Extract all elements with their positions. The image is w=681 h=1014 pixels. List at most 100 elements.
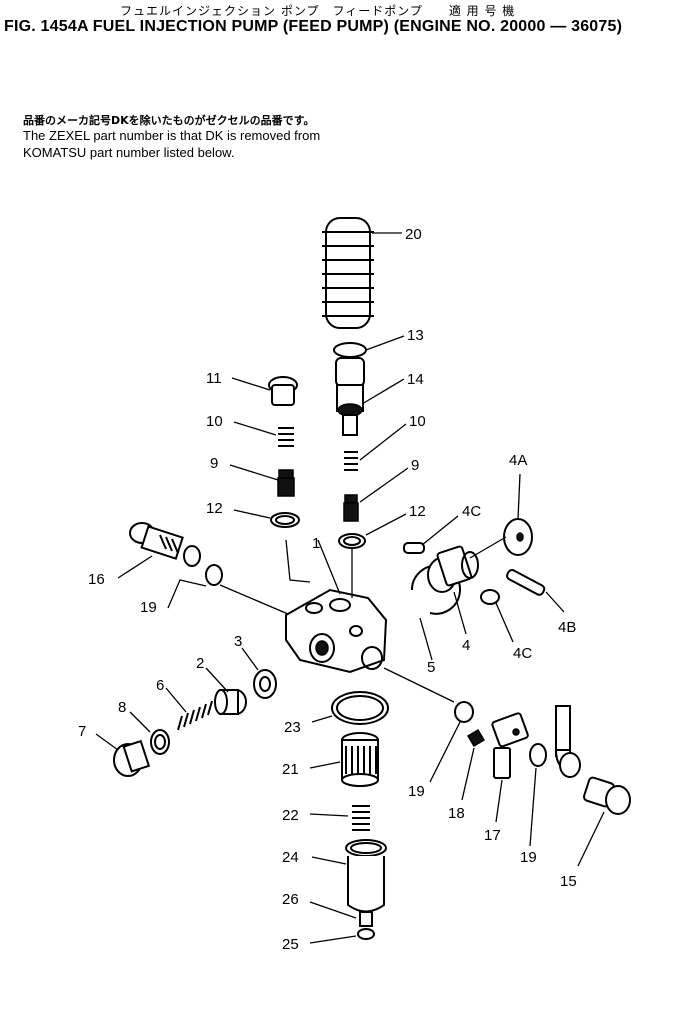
part-16-banjo-bolt	[129, 522, 184, 560]
part-22-spring	[352, 805, 370, 831]
part-18-screw	[466, 728, 486, 748]
leader-19-right	[529, 767, 537, 847]
part-7-plug	[113, 739, 151, 777]
leader-21	[309, 761, 341, 769]
part-15-bolt	[582, 776, 631, 815]
callout-4a: 4A	[509, 452, 527, 469]
leader-10-right	[359, 423, 407, 461]
callout-3: 3	[234, 633, 242, 650]
leader-2	[205, 667, 229, 693]
callout-15: 15	[560, 873, 577, 890]
callout-23: 23	[284, 719, 301, 736]
guide-line-a	[285, 539, 311, 583]
part-8-gasket	[150, 729, 170, 755]
part-10-spring-left	[278, 427, 294, 447]
leader-16	[117, 555, 153, 579]
leader-19-mid	[429, 721, 461, 783]
part-4-roller-tappet	[427, 545, 479, 593]
leader-8	[129, 711, 151, 733]
leader-9-left	[229, 464, 279, 481]
callout-13: 13	[407, 327, 424, 344]
callout-17: 17	[484, 827, 501, 844]
part-23-o-ring	[331, 691, 389, 725]
part-19-gasket-left-a	[183, 545, 201, 567]
part-4a-roller	[503, 518, 533, 556]
callout-5: 5	[427, 659, 435, 676]
callout-4c-top: 4C	[462, 503, 481, 520]
part-4b-roller-pin	[506, 568, 546, 596]
callout-26: 26	[282, 891, 299, 908]
leader-10-left	[233, 421, 277, 436]
callout-14: 14	[407, 371, 424, 388]
part-8-gasket-inner	[154, 734, 166, 750]
callout-6: 6	[156, 677, 164, 694]
part-17-connector	[491, 712, 529, 779]
part-19-gasket-right	[529, 743, 547, 767]
part-12-washer-right-inner	[343, 536, 361, 546]
leader-5	[419, 617, 433, 661]
leader-12-left	[233, 509, 271, 519]
part-19-gasket-mid	[454, 701, 474, 723]
note-line-2: KOMATSU part number listed below.	[23, 145, 235, 160]
leader-15	[577, 811, 605, 867]
leader-14	[361, 378, 405, 405]
figure-title: FIG. 1454A FUEL INJECTION PUMP (FEED PUM…	[4, 18, 623, 35]
callout-21: 21	[282, 761, 299, 778]
part-10-spring-right	[344, 451, 358, 471]
leader-19-left	[167, 579, 207, 609]
part-2-piston	[214, 689, 247, 715]
part-1-pump-body	[285, 588, 388, 674]
callout-25: 25	[282, 936, 299, 953]
callout-11: 11	[206, 370, 222, 387]
callout-10-left: 10	[206, 413, 223, 430]
callout-20: 20	[405, 226, 422, 243]
leader-7	[95, 733, 119, 751]
part-25-washer	[357, 928, 375, 940]
leader-3	[241, 647, 259, 671]
callout-16: 16	[88, 571, 105, 588]
leader-4a	[517, 473, 521, 520]
leader-12-right	[365, 513, 407, 536]
part-26-bolt	[359, 911, 373, 927]
callout-4c-bottom: 4C	[513, 645, 532, 662]
callout-4b: 4B	[558, 619, 576, 636]
leader-23	[311, 715, 333, 723]
part-13-14-plunger	[333, 342, 367, 436]
part-9-valve-right	[343, 494, 359, 522]
leader-26	[309, 901, 357, 919]
guide-line-b	[219, 584, 289, 615]
part-12-washer-left-inner	[275, 515, 295, 525]
part-3-gasket	[253, 669, 277, 699]
callout-19-mid: 19	[408, 783, 425, 800]
leader-22	[309, 813, 349, 817]
part-pipe-elbow	[554, 705, 581, 778]
part-11-plug	[268, 376, 298, 406]
callout-4: 4	[462, 637, 470, 654]
part-20-bellows-boot	[322, 217, 374, 329]
note-japanese: 品番のメーカ記号DKを除いたものがゼクセルの品番です。	[23, 114, 315, 127]
part-23-o-ring-inner	[336, 695, 384, 721]
callout-19-left: 19	[140, 599, 157, 616]
callout-1: 1	[312, 535, 320, 552]
leader-18	[461, 747, 475, 801]
part-4c-pin-top	[403, 542, 425, 554]
note-line-1: The ZEXEL part number is that DK is remo…	[23, 128, 321, 143]
callout-24: 24	[282, 849, 299, 866]
leader-4c-bottom	[495, 602, 514, 643]
leader-4b	[545, 591, 565, 613]
part-4c-pin-bottom	[480, 589, 500, 605]
leader-4	[453, 591, 467, 635]
callout-8: 8	[118, 699, 126, 716]
leader-6	[165, 687, 187, 713]
callout-9-right: 9	[411, 457, 419, 474]
callout-18: 18	[448, 805, 465, 822]
leader-17	[495, 779, 503, 823]
leader-11	[231, 377, 271, 391]
leader-1	[317, 539, 341, 595]
callout-7: 7	[78, 723, 86, 740]
japanese-subtitle: フュエルインジェクション ポンプ フィードポンプ 適 用 号 機	[120, 4, 516, 18]
part-9-valve-left	[277, 469, 295, 497]
part-6-spring	[177, 700, 213, 731]
leader-4c-top	[421, 515, 459, 546]
